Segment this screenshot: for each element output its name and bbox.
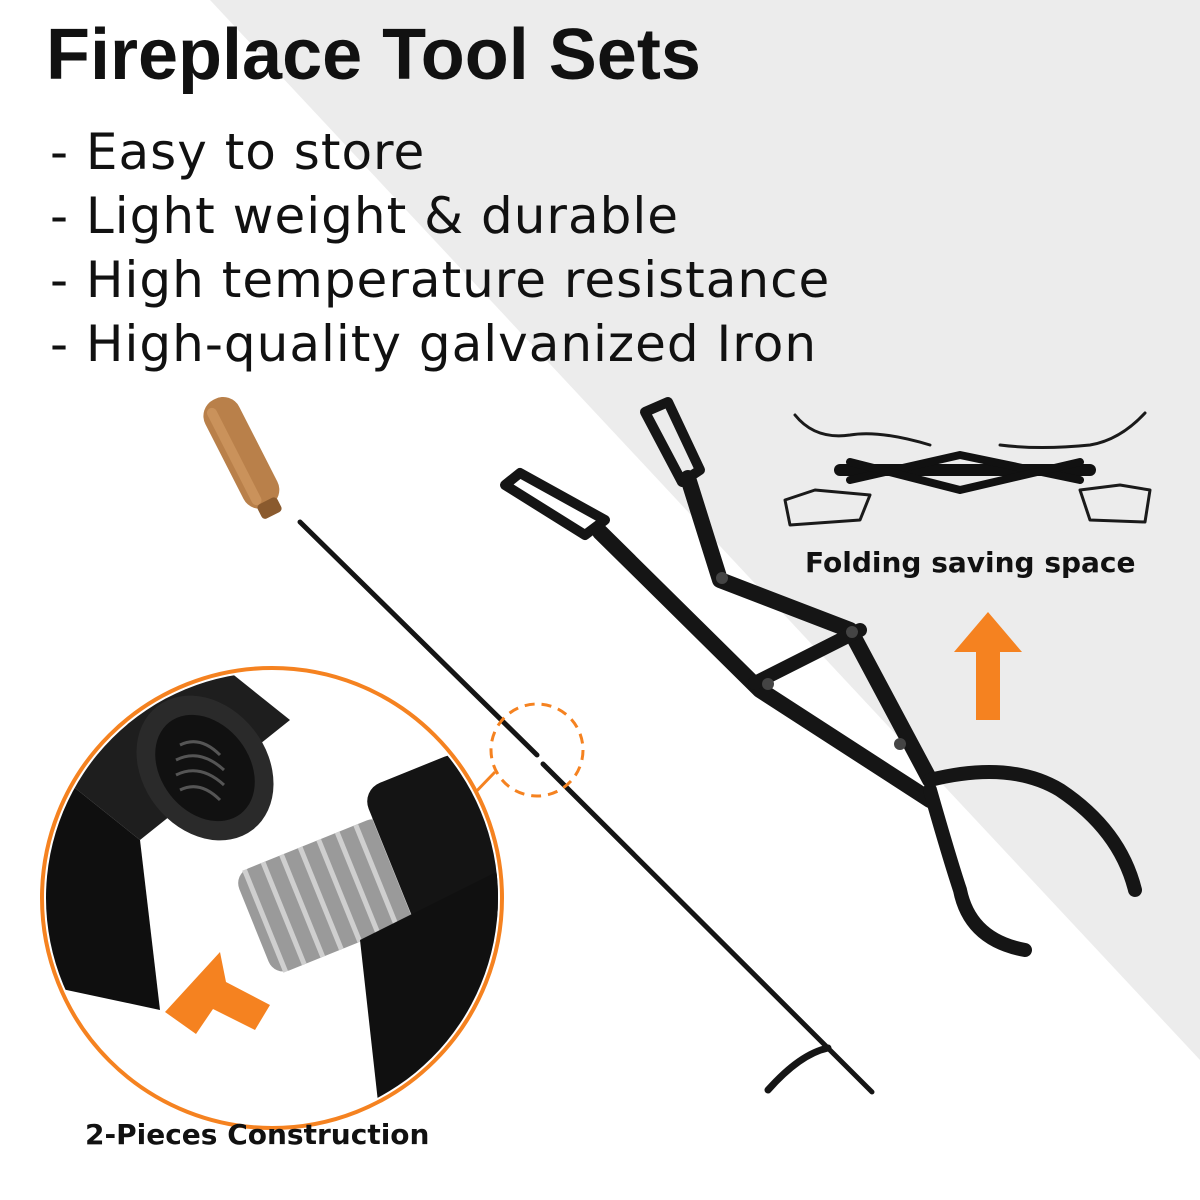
- feature-item: - Light weight & durable: [50, 187, 679, 245]
- feature-item: - High temperature resistance: [50, 251, 831, 309]
- feature-item: - High-quality galvanized Iron: [50, 315, 818, 373]
- feature-list: - Easy to store - Light weight & durable…: [50, 120, 830, 376]
- feature-item: - Easy to store: [50, 123, 426, 181]
- page-title: Fireplace Tool Sets: [46, 15, 701, 95]
- construction-caption: 2-Pieces Construction: [85, 1118, 430, 1151]
- folding-caption: Folding saving space: [805, 546, 1136, 579]
